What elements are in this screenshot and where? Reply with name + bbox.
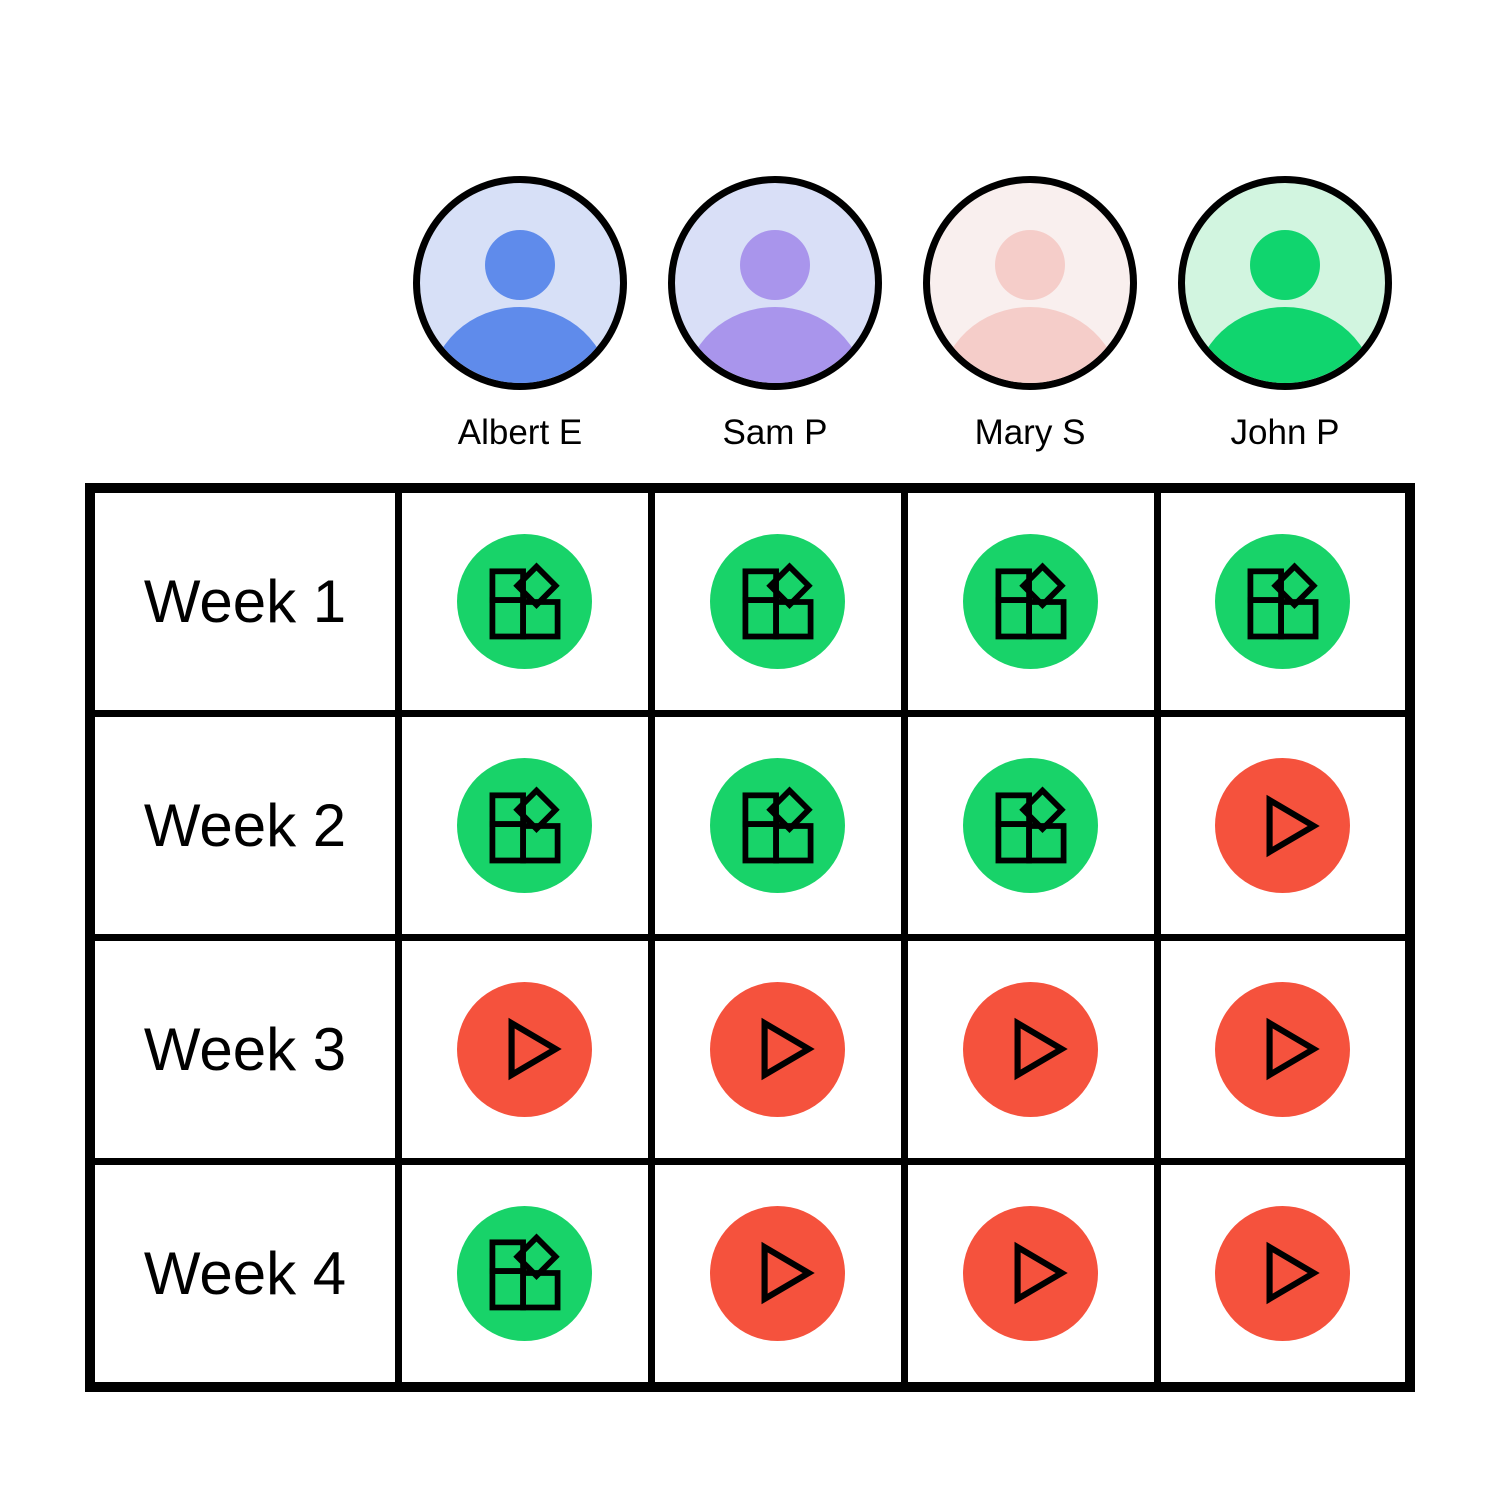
status-badge-in-progress[interactable] — [963, 981, 1099, 1117]
status-cell — [900, 484, 1161, 718]
blocks-icon — [742, 562, 814, 640]
person-sam-p: Sam P — [647, 176, 903, 453]
status-cell — [900, 1157, 1161, 1391]
table-row-week-2: Week 2 — [86, 710, 1414, 941]
blocks-icon — [1247, 562, 1319, 640]
blocks-icon — [489, 1233, 561, 1311]
person-name: Sam P — [722, 413, 828, 452]
blocks-icon — [489, 562, 561, 640]
play-icon — [1014, 1242, 1068, 1305]
person-name: John P — [1230, 413, 1340, 452]
avatar[interactable] — [413, 176, 627, 390]
status-cell — [647, 933, 908, 1165]
status-badge-done[interactable] — [457, 534, 593, 670]
avatar[interactable] — [1178, 176, 1392, 390]
play-icon — [1266, 1018, 1320, 1081]
status-badge-in-progress[interactable] — [457, 981, 593, 1117]
avatar[interactable] — [668, 176, 882, 390]
status-badge-in-progress[interactable] — [1215, 758, 1351, 894]
blocks-icon — [995, 562, 1067, 640]
avatar[interactable] — [923, 176, 1137, 390]
person-name: Albert E — [457, 413, 583, 452]
status-cell — [395, 1157, 655, 1391]
status-badge-in-progress[interactable] — [1215, 1205, 1351, 1341]
status-badge-done[interactable] — [457, 1205, 593, 1341]
row-label: Week 1 — [86, 484, 402, 718]
table-row-week-1: Week 1 — [86, 484, 1414, 718]
status-badge-done[interactable] — [963, 534, 1099, 670]
status-cell — [647, 1157, 908, 1391]
status-badge-done[interactable] — [963, 758, 1099, 894]
status-cell — [1153, 710, 1414, 941]
blocks-icon — [489, 786, 561, 864]
person-name: Mary S — [974, 413, 1086, 452]
play-icon — [1266, 794, 1320, 857]
status-badge-done[interactable] — [457, 758, 593, 894]
status-cell — [647, 710, 908, 941]
person-icon — [685, 230, 865, 383]
status-badge-done[interactable] — [1215, 534, 1351, 670]
status-cell — [1153, 933, 1414, 1165]
table-row-week-4: Week 4 — [86, 1157, 1414, 1391]
row-label: Week 4 — [86, 1157, 402, 1391]
person-albert-e: Albert E — [392, 176, 648, 453]
person-john-p: John P — [1157, 176, 1413, 453]
play-icon — [761, 1018, 815, 1081]
row-label: Week 3 — [86, 933, 402, 1165]
blocks-icon — [742, 786, 814, 864]
status-badge-done[interactable] — [710, 758, 846, 894]
row-label: Week 2 — [86, 710, 402, 941]
status-cell — [647, 484, 908, 718]
play-icon — [508, 1018, 562, 1081]
status-cell — [900, 710, 1161, 941]
play-icon — [761, 1242, 815, 1305]
status-cell — [1153, 1157, 1414, 1391]
person-icon — [1195, 230, 1375, 383]
play-icon — [1266, 1242, 1320, 1305]
status-badge-in-progress[interactable] — [710, 1205, 846, 1341]
play-icon — [1014, 1018, 1068, 1081]
status-cell — [395, 484, 655, 718]
status-cell — [395, 710, 655, 941]
table-row-week-3: Week 3 — [86, 933, 1414, 1165]
status-badge-done[interactable] — [710, 534, 846, 670]
weekly-status-table: Week 1 Week 2 — [85, 483, 1415, 1392]
blocks-icon — [995, 786, 1067, 864]
status-cell — [900, 933, 1161, 1165]
status-cell — [1153, 484, 1414, 718]
status-cell — [395, 933, 655, 1165]
status-badge-in-progress[interactable] — [1215, 981, 1351, 1117]
person-icon — [430, 230, 610, 383]
person-mary-s: Mary S — [902, 176, 1158, 453]
person-icon — [940, 230, 1120, 383]
status-badge-in-progress[interactable] — [963, 1205, 1099, 1341]
status-badge-in-progress[interactable] — [710, 981, 846, 1117]
